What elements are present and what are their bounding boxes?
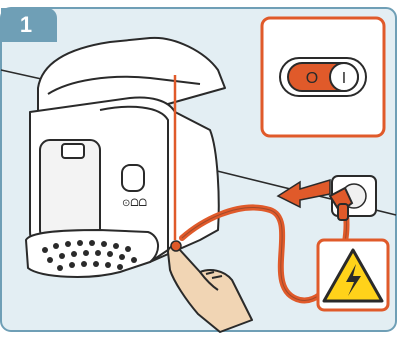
switch-off-label: O — [306, 70, 318, 87]
power-switch-icon: O I — [280, 58, 366, 96]
brand-text: ⊙ᗝᗝ — [122, 198, 147, 209]
brew-button — [122, 165, 144, 191]
step-number-badge: 1 — [1, 8, 57, 42]
switch-on-label: I — [342, 70, 346, 87]
coffee-machine — [26, 38, 225, 277]
switch-location-marker — [171, 241, 181, 251]
spout — [62, 144, 84, 158]
